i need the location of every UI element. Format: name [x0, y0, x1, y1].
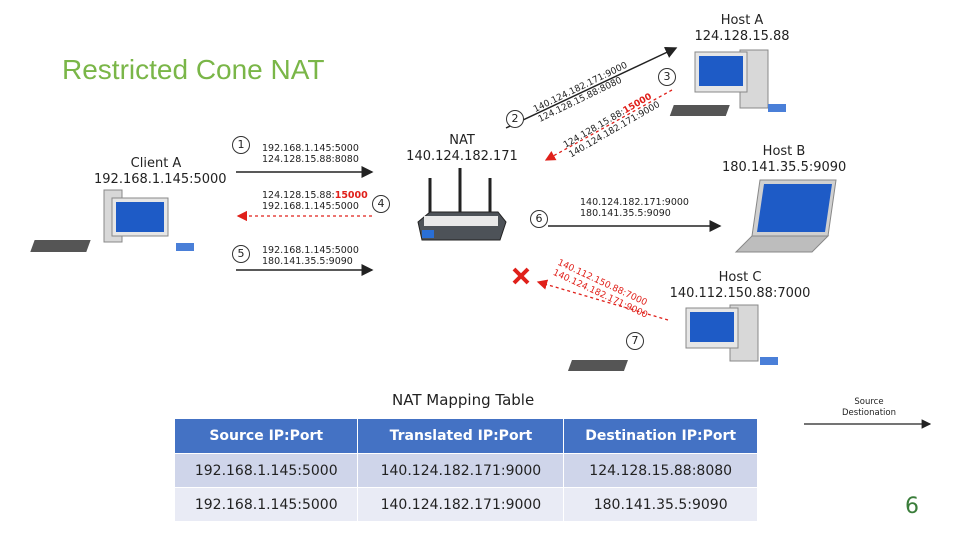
nat-addr: 140.124.182.171 [406, 149, 518, 164]
header-destination: Destination IP:Port [563, 418, 758, 454]
step-6-text: 140.124.182.171:9000 180.141.35.5:9090 [580, 197, 689, 219]
step-4-text: 124.128.15.88:15000 192.168.1.145:5000 [262, 190, 368, 212]
mapping-table-title: NAT Mapping Table [392, 391, 535, 409]
step-4-line2: 192.168.1.145:5000 [262, 201, 359, 212]
page-number: 6 [905, 494, 919, 519]
blocked-x-icon [512, 267, 530, 285]
host-a-addr: 124.128.15.88 [694, 29, 790, 44]
step-7-badge: 7 [626, 332, 644, 350]
table-cell: 192.168.1.145:5000 [173, 487, 359, 522]
arrow-step-2 [505, 47, 678, 129]
step-6-line2: 180.141.35.5:9090 [580, 208, 671, 219]
table-cell: 180.141.35.5:9090 [563, 487, 758, 522]
host-a-label: Host A 124.128.15.88 [680, 13, 804, 45]
host-c-label: Host C 140.112.150.88:7000 [666, 270, 814, 302]
host-b-name: Host B [762, 144, 806, 159]
table-cell: 140.124.182.171:9000 [357, 487, 565, 522]
client-a-name: Client A [130, 156, 182, 171]
host-a-name: Host A [720, 13, 764, 28]
legend-source-label: Source [854, 397, 884, 407]
step-5-text: 192.168.1.145:5000 180.141.35.5:9090 [262, 245, 359, 267]
step-6-line1: 140.124.182.171:9000 [580, 197, 689, 208]
nat-name: NAT [449, 133, 475, 148]
header-source: Source IP:Port [173, 418, 359, 454]
nat-router-icon [417, 168, 507, 241]
client-a-addr: 192.168.1.145:5000 [94, 172, 227, 187]
step-3-badge: 3 [658, 68, 676, 86]
host-c-addr: 140.112.150.88:7000 [669, 286, 811, 301]
host-b-label: Host B 180.141.35.5:9090 [722, 144, 846, 176]
host-c-computer-icon [567, 304, 778, 371]
table-row: 192.168.1.145:5000 140.124.182.171:9000 … [173, 487, 758, 522]
legend: Source Destionation [804, 397, 934, 419]
step-2-badge: 2 [506, 110, 524, 128]
header-translated: Translated IP:Port [357, 418, 565, 454]
table-header-row: Source IP:Port Translated IP:Port Destin… [173, 418, 758, 454]
slide-title: Restricted Cone NAT [62, 54, 325, 85]
arrow-step-3 [544, 89, 673, 161]
step-5-line1: 192.168.1.145:5000 [262, 245, 359, 256]
host-b-addr: 180.141.35.5:9090 [722, 160, 847, 175]
table-cell: 140.124.182.171:9000 [357, 453, 565, 488]
step-4-badge: 4 [372, 195, 390, 213]
step-4-line1a: 124.128.15.88: [262, 190, 335, 201]
table-row: 192.168.1.145:5000 140.124.182.171:9000 … [173, 453, 758, 488]
step-5-badge: 5 [232, 245, 250, 263]
table-cell: 124.128.15.88:8080 [563, 453, 758, 488]
nat-label: NAT 140.124.182.171 [400, 133, 524, 165]
step-1-text: 192.168.1.145:5000 124.128.15.88:8080 [262, 143, 359, 165]
arrow-step-7 [536, 279, 669, 321]
host-c-name: Host C [718, 270, 762, 285]
step-5-line2: 180.141.35.5:9090 [262, 256, 353, 267]
host-b-laptop-icon [734, 179, 837, 253]
host-a-computer-icon [669, 49, 786, 116]
client-a-computer-icon [30, 189, 194, 252]
client-a-label: Client A 192.168.1.145:5000 [94, 156, 227, 188]
step-6-badge: 6 [530, 210, 548, 228]
table-cell: 192.168.1.145:5000 [173, 453, 359, 488]
step-4-port-highlight: 15000 [334, 190, 368, 201]
step-1-badge: 1 [232, 136, 250, 154]
step-1-line1: 192.168.1.145:5000 [262, 143, 359, 154]
step-1-line2: 124.128.15.88:8080 [262, 154, 359, 165]
nat-mapping-table: Source IP:Port Translated IP:Port Destin… [173, 418, 758, 522]
legend-destination-label: Destionation [842, 408, 896, 418]
